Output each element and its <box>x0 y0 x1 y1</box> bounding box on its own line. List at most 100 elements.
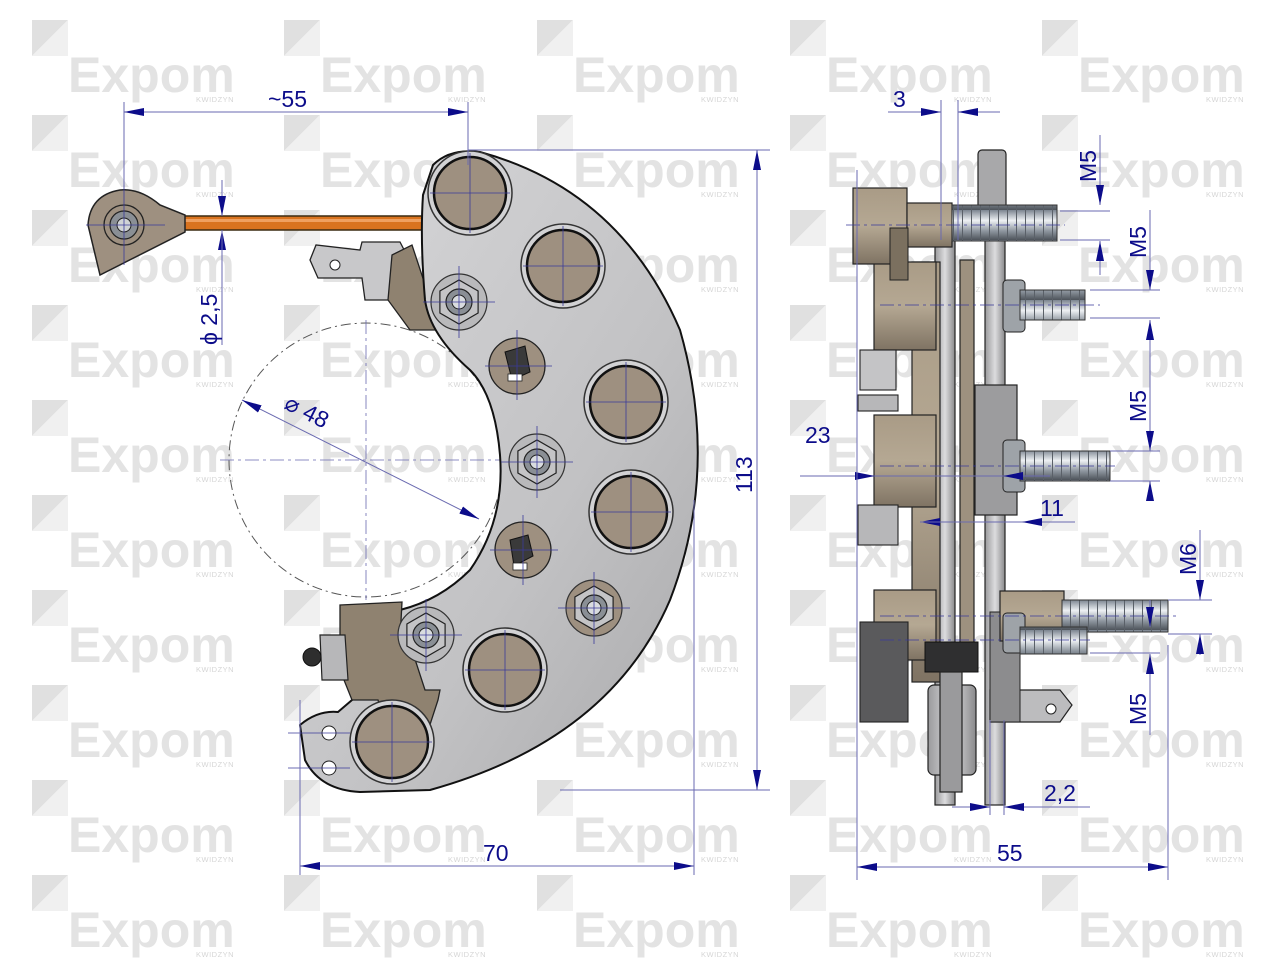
dim-total-depth: 55 <box>997 840 1023 866</box>
dim-thread-2: M5 <box>1125 226 1151 258</box>
svg-text:KWIDZYN: KWIDZYN <box>196 665 234 674</box>
side-view-dimensions <box>800 100 1212 880</box>
side-view-labels: 3 M5 M5 M5 M6 M5 23 11 2,2 55 <box>805 86 1201 866</box>
dim-wire-diameter: ϕ 2,5 <box>196 294 222 345</box>
svg-text:Expom: Expom <box>320 522 487 578</box>
wire <box>181 215 423 231</box>
side-view <box>846 149 1180 806</box>
svg-text:Expom: Expom <box>68 522 235 578</box>
svg-text:KWIDZYN: KWIDZYN <box>954 95 992 104</box>
svg-text:KWIDZYN: KWIDZYN <box>448 95 486 104</box>
svg-text:KWIDZYN: KWIDZYN <box>196 950 234 959</box>
svg-text:Expom: Expom <box>1078 142 1245 198</box>
svg-text:KWIDZYN: KWIDZYN <box>196 475 234 484</box>
svg-text:Expom: Expom <box>573 902 740 958</box>
svg-text:Expom: Expom <box>1078 522 1245 578</box>
svg-text:KWIDZYN: KWIDZYN <box>1206 190 1244 199</box>
svg-text:KWIDZYN: KWIDZYN <box>448 855 486 864</box>
svg-text:KWIDZYN: KWIDZYN <box>448 380 486 389</box>
svg-text:Expom: Expom <box>68 712 235 768</box>
wafer-upper <box>485 330 552 400</box>
svg-text:KWIDZYN: KWIDZYN <box>701 380 739 389</box>
svg-text:Expom: Expom <box>1078 712 1245 768</box>
svg-text:KWIDZYN: KWIDZYN <box>701 760 739 769</box>
svg-text:KWIDZYN: KWIDZYN <box>1206 570 1244 579</box>
svg-text:Expom: Expom <box>68 142 235 198</box>
svg-text:Expom: Expom <box>1078 237 1245 293</box>
svg-text:KWIDZYN: KWIDZYN <box>701 950 739 959</box>
svg-text:Expom: Expom <box>68 47 235 103</box>
dim-plate-thickness: 3 <box>893 86 906 112</box>
svg-text:Expom: Expom <box>1078 332 1245 388</box>
svg-text:KWIDZYN: KWIDZYN <box>954 950 992 959</box>
hex-nut <box>558 572 630 644</box>
svg-text:Expom: Expom <box>826 47 993 103</box>
bolt-1 <box>951 204 1058 242</box>
dim-thread-4: M6 <box>1175 543 1201 575</box>
press-fit-diode <box>520 223 606 309</box>
svg-text:KWIDZYN: KWIDZYN <box>1206 285 1244 294</box>
svg-text:Expom: Expom <box>68 617 235 673</box>
svg-text:KWIDZYN: KWIDZYN <box>701 285 739 294</box>
svg-text:KWIDZYN: KWIDZYN <box>1206 95 1244 104</box>
svg-text:Expom: Expom <box>68 902 235 958</box>
svg-text:KWIDZYN: KWIDZYN <box>701 855 739 864</box>
bolt-2 <box>1002 279 1086 333</box>
press-fit-diode <box>462 627 548 713</box>
svg-text:Expom: Expom <box>573 142 740 198</box>
hex-nut <box>390 599 462 671</box>
svg-text:KWIDZYN: KWIDZYN <box>1206 855 1244 864</box>
svg-text:Expom: Expom <box>573 807 740 863</box>
press-fit-diode <box>427 150 513 236</box>
svg-text:KWIDZYN: KWIDZYN <box>196 95 234 104</box>
dim-wire-length: ~55 <box>268 86 307 112</box>
svg-text:Expom: Expom <box>1078 807 1245 863</box>
svg-text:KWIDZYN: KWIDZYN <box>196 285 234 294</box>
svg-text:KWIDZYN: KWIDZYN <box>701 665 739 674</box>
press-fit-diode <box>588 469 674 555</box>
svg-text:Expom: Expom <box>826 807 993 863</box>
svg-text:KWIDZYN: KWIDZYN <box>701 190 739 199</box>
svg-text:Expom: Expom <box>68 427 235 483</box>
svg-text:KWIDZYN: KWIDZYN <box>1206 380 1244 389</box>
svg-text:KWIDZYN: KWIDZYN <box>954 190 992 199</box>
svg-text:KWIDZYN: KWIDZYN <box>1206 760 1244 769</box>
svg-text:Expom: Expom <box>826 902 993 958</box>
svg-text:Expom: Expom <box>68 332 235 388</box>
svg-text:Expom: Expom <box>1078 902 1245 958</box>
hex-nut <box>501 426 573 498</box>
svg-text:KWIDZYN: KWIDZYN <box>701 570 739 579</box>
dim-thread-3: M5 <box>1125 390 1151 422</box>
svg-text:Expom: Expom <box>320 902 487 958</box>
svg-text:KWIDZYN: KWIDZYN <box>196 380 234 389</box>
diodes <box>349 150 674 785</box>
svg-text:Expom: Expom <box>573 47 740 103</box>
bolt-5 <box>1002 612 1088 655</box>
dim-offset-left: 23 <box>805 422 831 448</box>
dim-bore-diameter: ⌀ 48 <box>281 389 334 433</box>
press-fit-diode <box>349 699 435 785</box>
nuts <box>390 266 630 671</box>
svg-text:Expom: Expom <box>1078 47 1245 103</box>
dim-terminal-thickness: 2,2 <box>1044 780 1076 806</box>
dim-width: 70 <box>483 840 509 866</box>
